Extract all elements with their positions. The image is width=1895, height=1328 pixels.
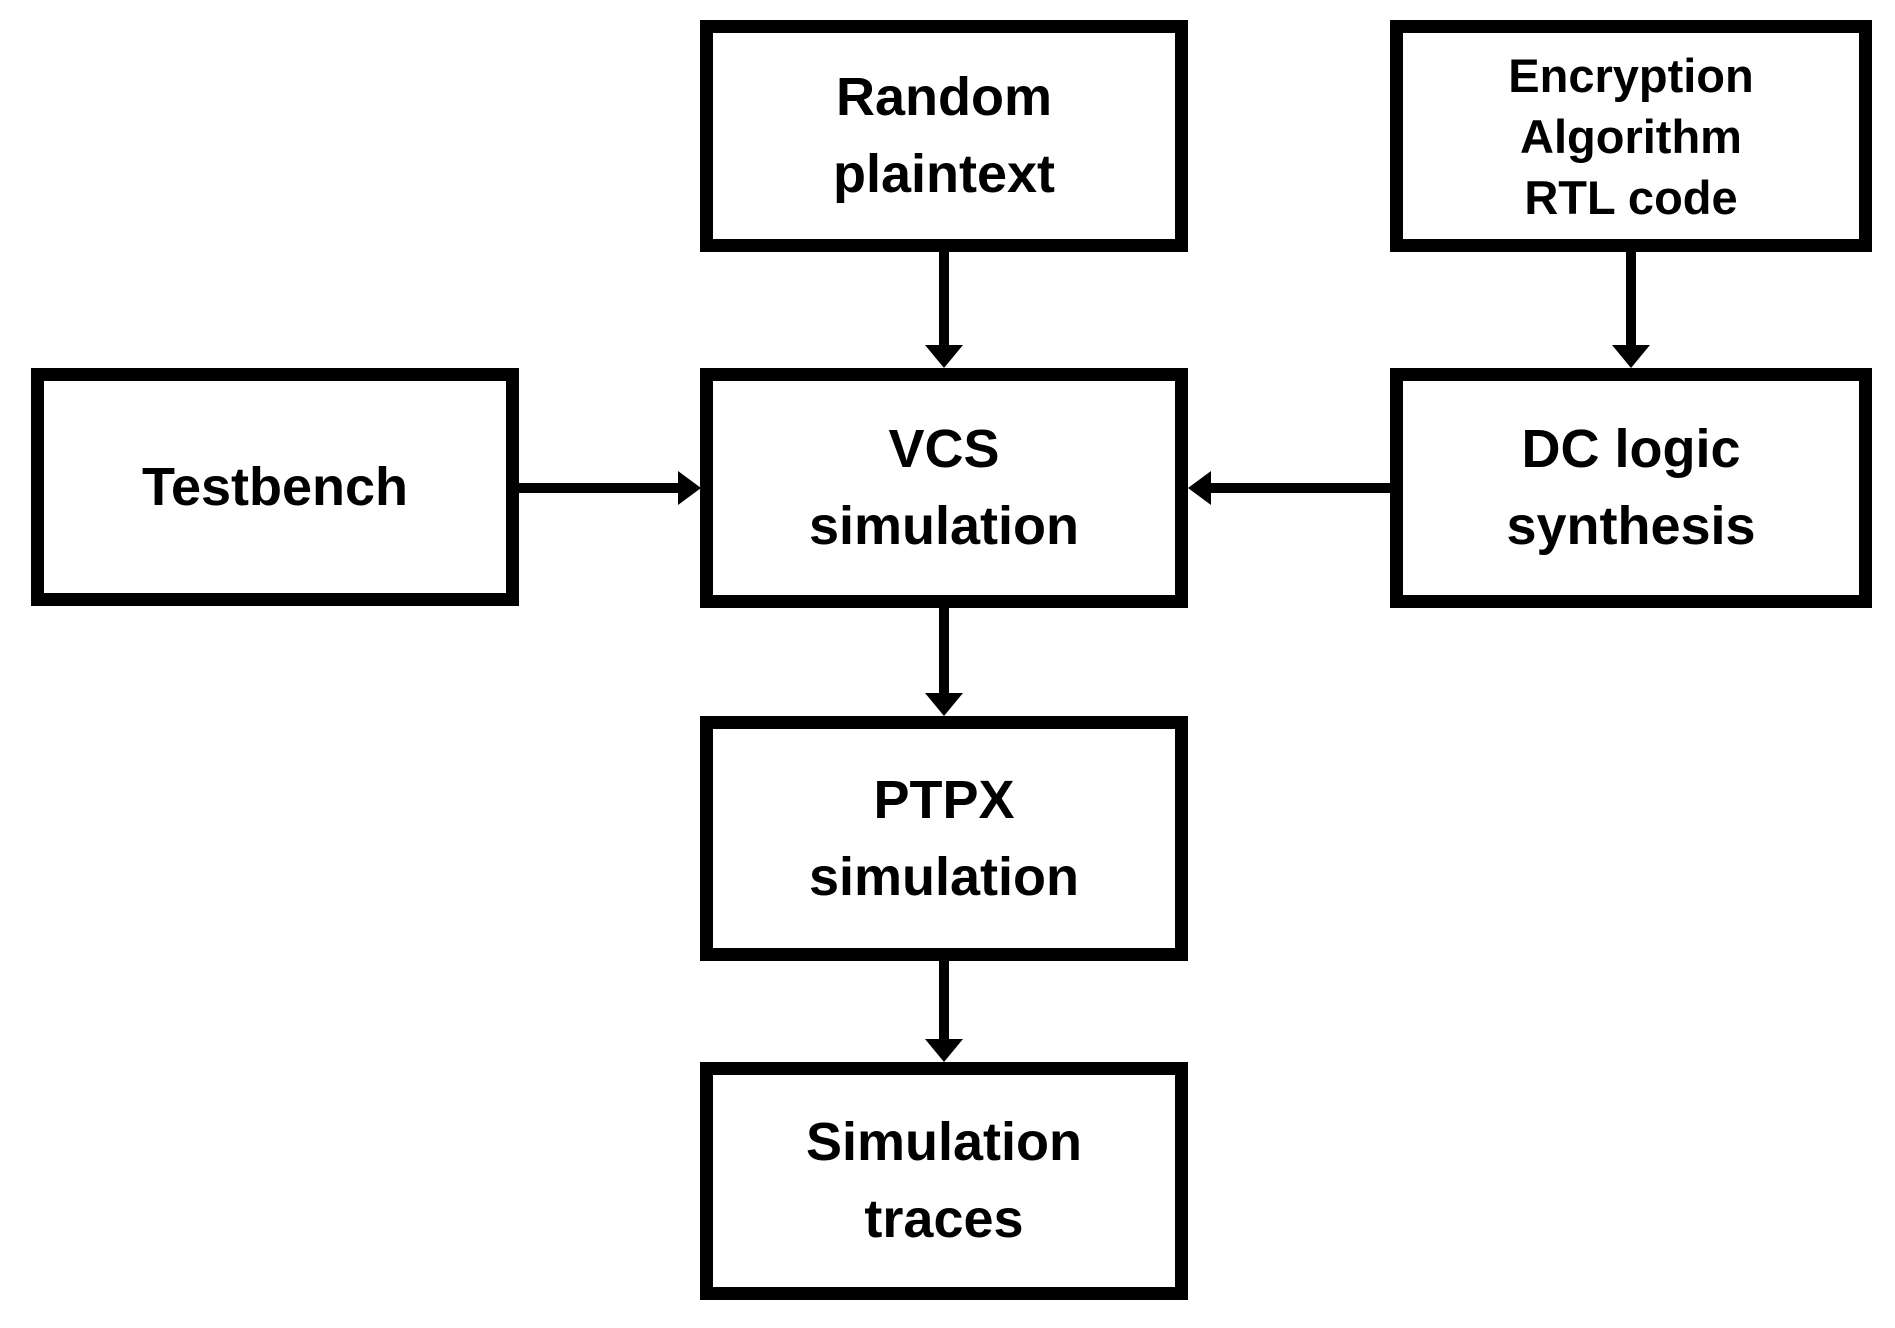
node-ptpx-label-line-2: simulation: [808, 846, 1080, 907]
node-ptpx-label-line-1: PTPX: [873, 769, 1015, 830]
edge-testbench-to-vcs-arrowhead: [678, 471, 701, 505]
node-encryption-label-line-2: Algorithm: [1520, 109, 1742, 163]
node-random-plaintext: Random plaintext: [700, 20, 1188, 252]
node-vcs-label-line-2: simulation: [808, 496, 1080, 556]
node-dc-logic-label-line-2: synthesis: [1506, 496, 1756, 556]
edge-encryption-to-dc-logic-line: [1626, 252, 1636, 347]
node-traces-label-line-1: Simulation: [805, 1112, 1082, 1172]
edge-dc-logic-to-vcs-arrowhead: [1188, 471, 1211, 505]
edge-random-plaintext-to-vcs-arrowhead: [925, 345, 963, 368]
node-encryption-algorithm-rtl-code: Encryption Algorithm RTL code: [1390, 20, 1872, 252]
edge-vcs-to-ptpx-line: [939, 608, 949, 695]
node-simulation-traces: Simulation traces: [700, 1062, 1188, 1300]
edge-ptpx-to-traces-line: [939, 961, 949, 1041]
node-random-plaintext-label-line-1: Random: [836, 67, 1052, 127]
node-traces-label-line-2: traces: [864, 1189, 1024, 1249]
node-testbench-label-line-1: Testbench: [141, 456, 409, 517]
node-encryption-label-line-3: RTL code: [1524, 170, 1738, 224]
node-ptpx-simulation: PTPX simulation: [700, 716, 1188, 961]
node-encryption-label-line-1: Encryption: [1508, 48, 1754, 102]
edge-dc-logic-to-vcs-line: [1209, 483, 1390, 493]
node-testbench: Testbench: [31, 368, 519, 606]
node-dc-logic-synthesis: DC logic synthesis: [1390, 368, 1872, 608]
node-vcs-simulation: VCS simulation: [700, 368, 1188, 608]
edge-random-plaintext-to-vcs-line: [939, 252, 949, 347]
edge-testbench-to-vcs-line: [519, 483, 681, 493]
node-random-plaintext-label-line-2: plaintext: [832, 144, 1056, 204]
node-vcs-label-line-1: VCS: [888, 419, 1000, 479]
edge-vcs-to-ptpx-arrowhead: [925, 693, 963, 716]
edge-ptpx-to-traces-arrowhead: [925, 1039, 963, 1062]
node-dc-logic-label-line-1: DC logic: [1521, 419, 1741, 479]
edge-encryption-to-dc-logic-arrowhead: [1612, 345, 1650, 368]
